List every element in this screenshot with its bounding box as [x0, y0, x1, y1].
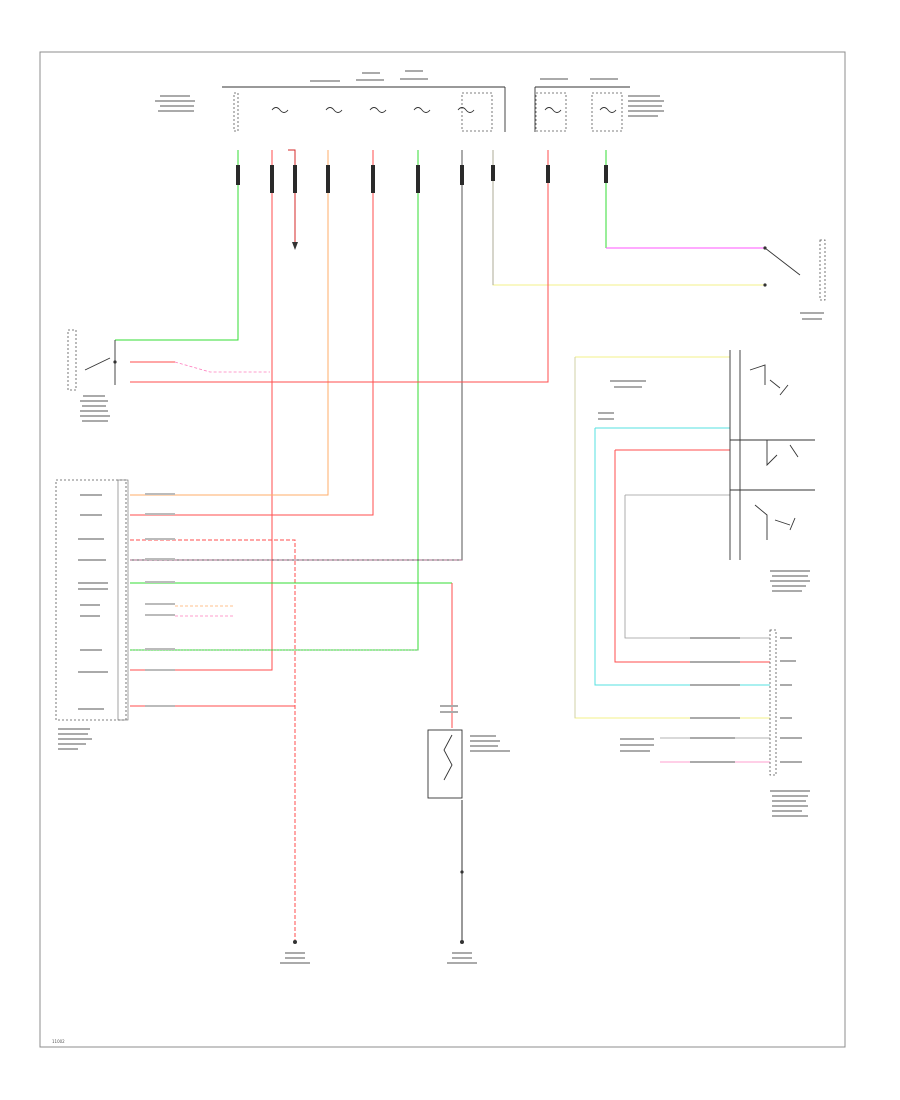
wire-dark-1 [130, 150, 463, 561]
fuse-3 [369, 107, 387, 113]
fuse-6 [544, 107, 562, 113]
wire-red-stub [288, 149, 296, 245]
wire-green-left [115, 150, 239, 341]
diagram-code: 11002 [52, 1039, 65, 1044]
wire-red-shared [130, 150, 273, 671]
fuse-2 [325, 107, 343, 113]
fuse-1 [271, 107, 289, 113]
ground-right [447, 870, 477, 964]
pcm-connector-right [620, 629, 810, 817]
ground-left [280, 940, 310, 964]
wire-orange [130, 150, 329, 496]
arrow-stub [292, 242, 298, 250]
wire-yellow-brake [492, 150, 765, 286]
brake-shift-interlock-solenoid [427, 705, 510, 799]
wire-right-group [574, 356, 770, 763]
fuse-5 [457, 107, 475, 113]
wire-green-brake-sw [130, 582, 453, 728]
fuse-7 [599, 107, 617, 113]
pcm-connector-left [55, 479, 235, 750]
wire-green-pink [605, 150, 765, 249]
inline-connectors [236, 165, 608, 193]
transmission-range-sensor [598, 350, 815, 592]
wire-green-2 [130, 150, 419, 651]
wire-red-2 [130, 150, 374, 516]
wire-red-ground-left [130, 539, 296, 940]
left-switch-component [67, 329, 270, 422]
fuse-4 [413, 107, 431, 113]
diagram-frame [39, 51, 846, 1048]
wire-red-3 [130, 150, 549, 383]
fuse-box [155, 70, 664, 132]
brake-switch [763, 239, 826, 320]
